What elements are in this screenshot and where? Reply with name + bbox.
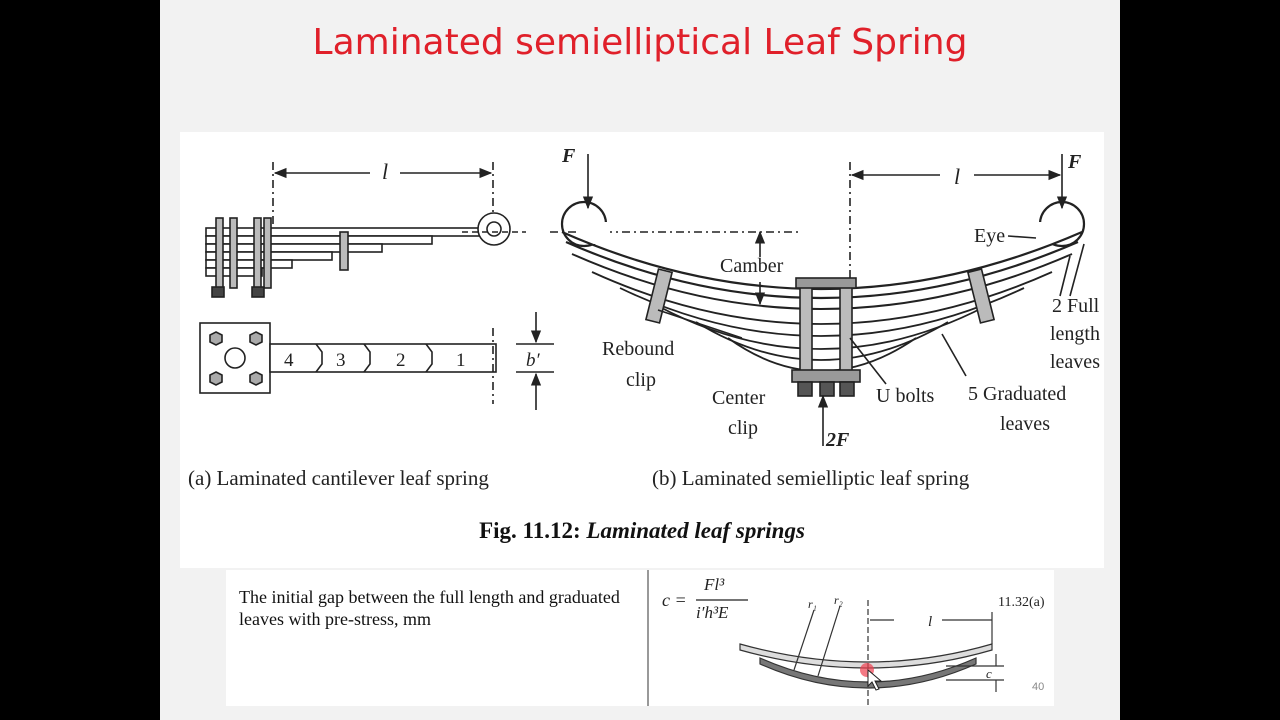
graduated-leaves-label-line1: 5 Graduated [968,383,1066,405]
gap-diagram [739,600,1004,706]
leaf-number-1: 1 [456,350,466,371]
leaf-number-3: 3 [336,350,346,371]
gap-description: The initial gap between the full length … [239,587,620,629]
rebound-clip-label-line1: Rebound [602,338,674,360]
leaf-number-4: 4 [284,350,294,371]
u-bolts-label: U bolts [876,385,935,407]
full-length-leaves-label-line1: 2 Full [1052,295,1100,317]
center-clip-label-line1: Center [712,387,766,409]
figure-panel: l b′ 4 3 2 1 [180,132,1104,568]
equation-reference: 11.32(a) [998,595,1045,610]
semielliptic-spring [550,154,1086,446]
force-label-right: F [1067,151,1082,173]
leaf-spring-figure: l b′ 4 3 2 1 [199,145,1100,451]
gap-equation-diagram: c = Fl³ i′h³E 11.32(a) r₁ [647,570,1045,706]
equation-lhs: c = [662,590,687,610]
slide-title: Laminated semielliptical Leaf Spring [312,22,968,63]
cantilever-width-label: b′ [526,350,541,371]
eye-label: Eye [974,225,1005,247]
figure-title-number: Fig. 11.12: [479,518,587,543]
mouse-cursor-icon [867,668,883,691]
cantilever-top-view [199,312,554,410]
figure-title: Fig. 11.12: Laminated leaf springs [180,518,1104,544]
graduated-leaves-label-line2: leaves [1000,413,1050,435]
center-force-label: 2F [825,429,850,451]
gap-length-label: l [928,614,932,630]
cantilever-side-view [205,162,526,298]
caption-semielliptic: (b) Laminated semielliptic leaf spring [652,466,970,490]
full-length-leaves-label-line3: leaves [1050,351,1100,373]
leaf-number-2: 2 [396,350,406,371]
force-label-left: F [561,145,576,167]
caption-cantilever: (a) Laminated cantilever leaf spring [188,466,489,490]
rebound-clip-label-line2: clip [626,369,656,391]
page-number: 40 [1032,681,1045,693]
gap-equation-panel: The initial gap between the full length … [226,570,1054,706]
r1-label: r₁ [808,597,817,611]
gap-c-label: c [986,666,992,681]
cantilever-length-label: l [382,159,388,184]
semielliptic-length-label: l [954,164,960,189]
slide: Laminated semielliptical Leaf Spring [160,0,1120,720]
camber-label: Camber [720,255,784,277]
full-length-leaves-label-line2: length [1050,323,1100,345]
center-clip-label-line2: clip [728,417,758,439]
equation-denominator: i′h³E [696,603,729,622]
equation-numerator: Fl³ [703,575,725,594]
figure-title-text: Laminated leaf springs [586,518,805,543]
r2-label: r₂ [834,593,843,607]
